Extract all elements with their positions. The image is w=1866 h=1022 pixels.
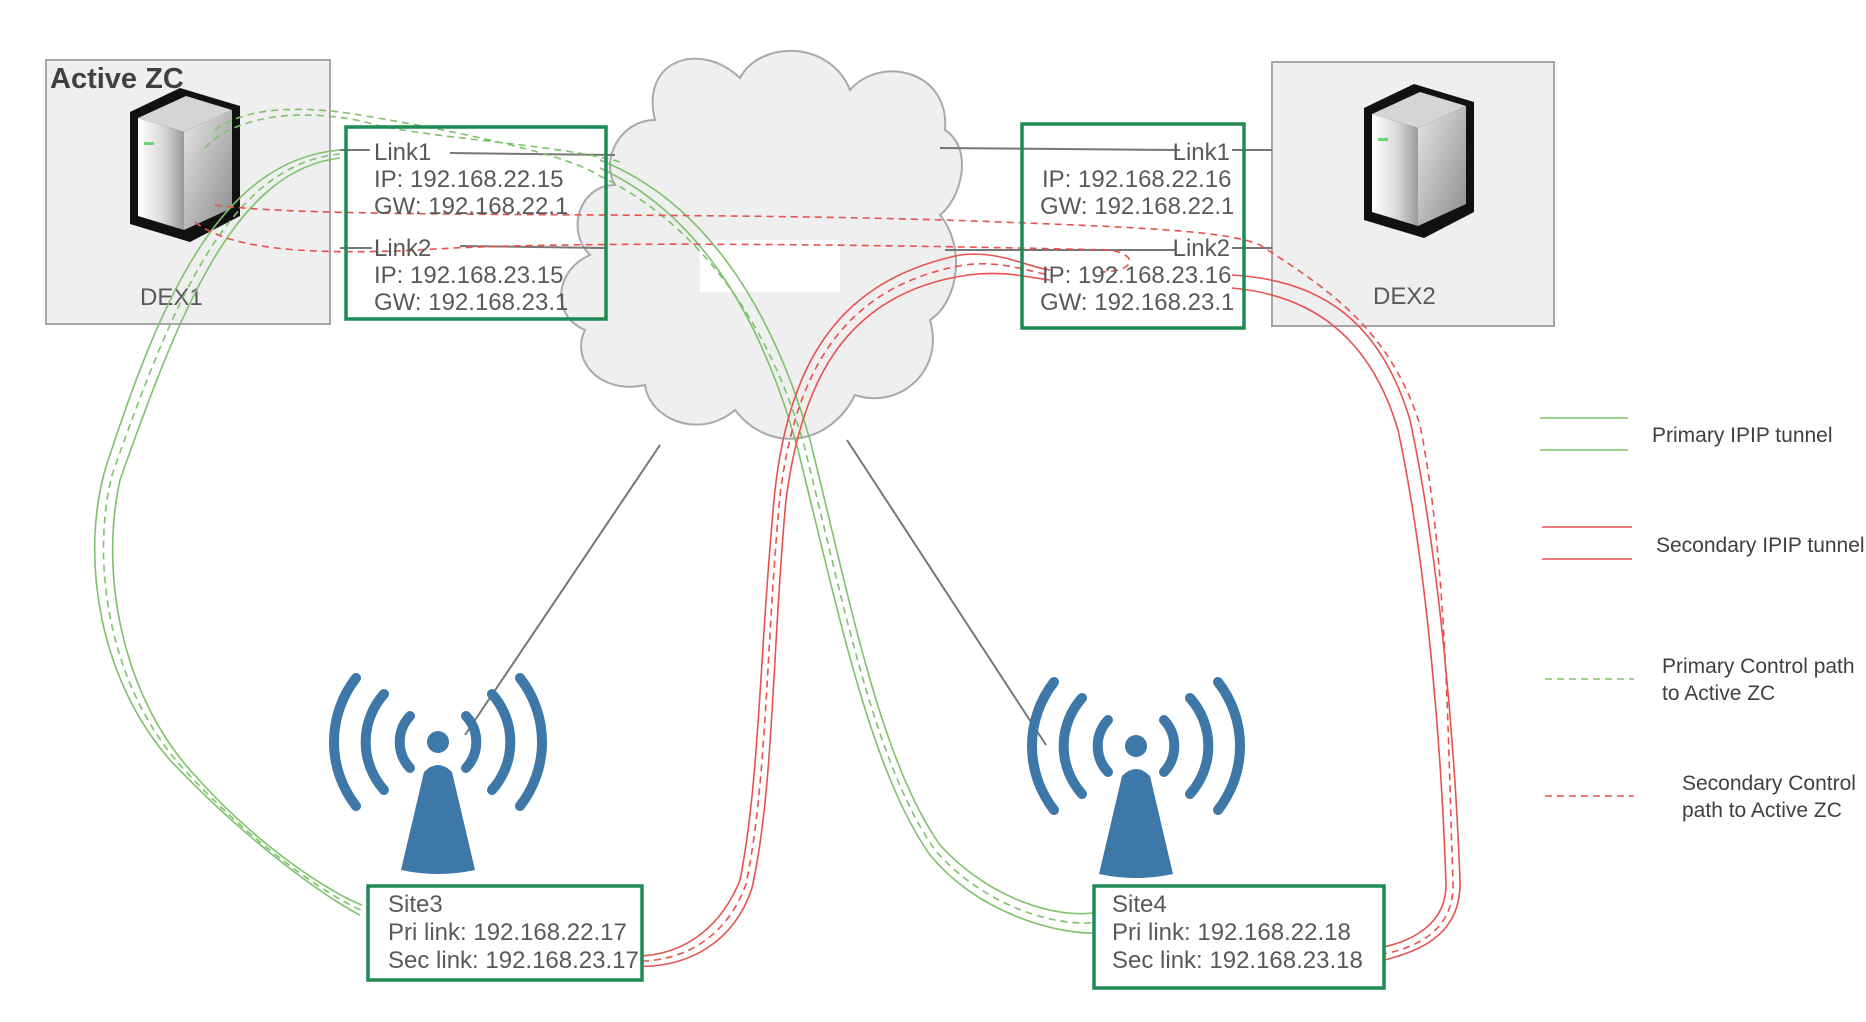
site4-name: Site4 [1112,891,1167,918]
dex1-server-panel: Active ZC DEX1 [45,59,331,325]
dex1-link1-label: Link1 [374,139,431,166]
dex2-link1-gw: GW: 192.168.22.1 [1040,193,1234,220]
dex2-name: DEX2 [1373,283,1436,310]
site3-pri-link: Pri link: 192.168.22.17 [388,919,627,946]
dex2-link2-gw: GW: 192.168.23.1 [1040,289,1234,316]
site3-box: Site3 Pri link: 192.168.22.17 Sec link: … [366,884,644,982]
dex2-link2-ip: IP: 192.168.23.16 [1042,262,1232,289]
site3-sec-link: Sec link: 192.168.23.17 [388,947,639,974]
legend-primary-tunnel: Primary IPIP tunnel [1540,417,1833,451]
legend-primary-control: Primary Control path to Active ZC [1545,655,1855,705]
legend-secondary-tunnel-label: Secondary IPIP tunnel [1656,534,1865,557]
legend-secondary-control-line2: path to Active ZC [1682,799,1842,822]
dex1-link2-gw: GW: 192.168.23.1 [374,289,568,316]
wireless-tower-icon [329,673,547,874]
legend-primary-control-line1: Primary Control path [1662,655,1855,678]
legend-secondary-control: Secondary Control path to Active ZC [1545,772,1856,822]
legend: Primary IPIP tunnel Secondary IPIP tunne… [1540,417,1865,822]
legend-secondary-tunnel: Secondary IPIP tunnel [1542,526,1865,560]
dex2-link2-label: Link2 [1173,235,1230,262]
dex2-link1-label: Link1 [1173,139,1230,166]
primary-ipip-tunnels [93,149,1099,934]
dex1-link2-ip: IP: 192.168.23.15 [374,262,564,289]
legend-primary-tunnel-label: Primary IPIP tunnel [1652,424,1833,447]
server-icon [1364,84,1474,238]
dex2-server-panel: DEX2 [1271,61,1555,327]
dex1-link1-ip: IP: 192.168.22.15 [374,166,564,193]
secondary-control-paths [194,204,1454,962]
active-zc-badge: Active ZC [50,63,184,95]
secondary-ipip-tunnels [629,253,1461,968]
dex1-link2-label: Link2 [374,235,431,262]
site3-name: Site3 [388,891,443,918]
dex2-link-box: Link1 IP: 192.168.22.16 GW: 192.168.22.1… [1020,122,1246,330]
dex2-link1-ip: IP: 192.168.22.16 [1042,166,1232,193]
wireless-tower-icon [1027,677,1245,878]
legend-secondary-control-line1: Secondary Control [1682,772,1856,795]
site4-box: Site4 Pri link: 192.168.22.18 Sec link: … [1092,884,1386,990]
dex1-link1-gw: GW: 192.168.22.1 [374,193,568,220]
cloud-icon [560,49,963,440]
site4-pri-link: Pri link: 192.168.22.18 [1112,919,1351,946]
dex1-link-box: Link1 IP: 192.168.22.15 GW: 192.168.22.1… [344,125,608,321]
legend-primary-control-line2: to Active ZC [1662,682,1775,705]
site4-sec-link: Sec link: 192.168.23.18 [1112,947,1363,974]
server-icon [130,88,240,242]
